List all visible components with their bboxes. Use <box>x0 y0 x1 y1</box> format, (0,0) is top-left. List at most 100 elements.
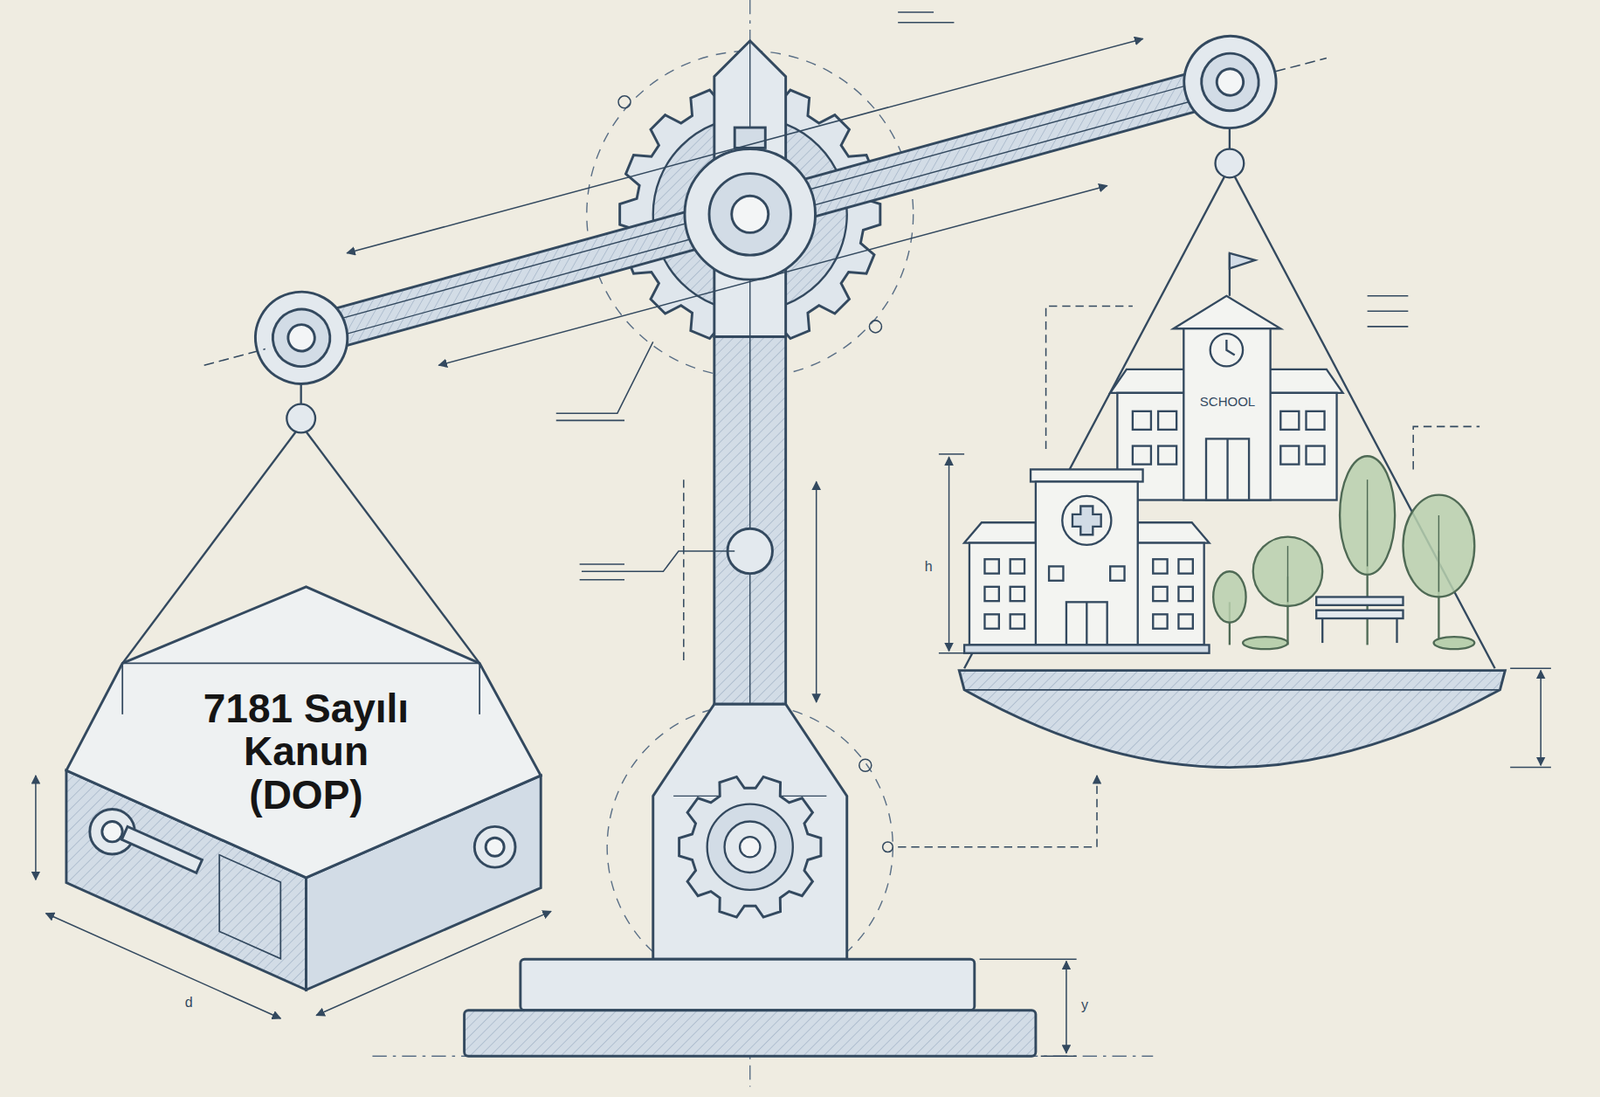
dimension-lines-part <box>346 38 1143 253</box>
law-box-part <box>478 662 481 714</box>
main-column <box>653 337 848 960</box>
beam-part <box>303 89 1233 346</box>
node-title: 7181 Sayılı Kanun (DOP) <box>192 687 421 817</box>
beam-part <box>1173 25 1287 138</box>
hospital-building-part <box>964 522 1036 543</box>
hospital-building-part <box>1110 565 1125 580</box>
pivot-hub-part <box>709 173 791 256</box>
park-trees-part <box>1438 515 1440 593</box>
dimension-lines-part <box>1367 295 1409 297</box>
dimension-lines-part <box>897 21 954 24</box>
beam-part <box>1194 47 1265 118</box>
main-column-part <box>749 337 751 705</box>
law-box-part <box>66 586 541 878</box>
pivot-hub-part <box>731 195 769 233</box>
dimension-lines <box>35 12 1552 1056</box>
law-box-part <box>474 826 516 868</box>
law-box <box>66 586 541 991</box>
hospital-building-part <box>1178 558 1193 573</box>
park-trees-part <box>1242 636 1288 649</box>
dimension-lines-part <box>938 453 965 456</box>
park-trees-part <box>1316 610 1403 619</box>
right-pan <box>958 670 1505 768</box>
hospital-building-part <box>1178 586 1193 601</box>
dimension-lines-part <box>1041 1055 1077 1058</box>
school-building-part <box>1280 446 1299 465</box>
dimension-lines-part <box>882 841 894 853</box>
park-trees-part <box>1321 618 1324 643</box>
park-trees-part <box>1287 545 1289 602</box>
school-building-part <box>1226 339 1235 356</box>
law-box-part <box>121 662 124 714</box>
dimension-lines-part <box>815 481 818 702</box>
main-column-part <box>714 337 787 705</box>
dimension-lines-part <box>438 186 1107 366</box>
park-trees-part <box>1339 455 1395 575</box>
dimension-lines-part <box>1510 668 1552 670</box>
beam-part <box>1213 65 1247 98</box>
hospital-building-part <box>1010 586 1025 601</box>
school-building-part <box>1132 446 1152 465</box>
school-building-part <box>1229 253 1256 269</box>
building-sign: SCHOOL <box>1198 394 1257 410</box>
dimension-letter: y <box>1079 997 1090 1014</box>
school-building-part <box>1306 446 1325 465</box>
hospital-building-part <box>1048 565 1063 580</box>
dimension-lines-part <box>682 479 685 663</box>
dimension-lines-part <box>1046 306 1133 450</box>
law-box-part <box>485 837 504 856</box>
dimension-lines-part <box>316 910 552 1015</box>
hospital-building-part <box>1010 613 1025 628</box>
hospital-building-part <box>1035 481 1138 645</box>
right-pan-part <box>958 670 1505 768</box>
hospital-building <box>964 468 1209 653</box>
park-trees-part <box>1213 571 1246 622</box>
dimension-lines-part <box>46 913 282 1019</box>
center-lines <box>372 0 1153 1087</box>
dimension-lines-part <box>979 958 1077 961</box>
scale-base-part <box>464 1010 1036 1057</box>
park-trees-part <box>1253 537 1323 607</box>
left-hanger-part <box>286 404 316 434</box>
school-building-part <box>1206 438 1249 500</box>
center-lines-part <box>606 703 893 990</box>
scale-base <box>464 958 1036 1056</box>
law-box-part <box>122 662 480 665</box>
dimension-lines-part <box>1539 670 1542 766</box>
dimension-lines-part <box>948 456 951 651</box>
school-building-part <box>1173 296 1282 329</box>
school-building-part <box>1306 411 1325 430</box>
hospital-building-part <box>1152 586 1167 601</box>
dimension-lines-part <box>581 551 735 572</box>
dimension-letter: d <box>183 994 195 1011</box>
beam-part <box>266 303 337 373</box>
beam-part <box>244 281 358 394</box>
law-box-part <box>102 821 123 842</box>
hospital-building-part <box>1072 506 1102 536</box>
dimension-lines-part <box>897 775 1097 848</box>
hospital-building-part <box>1010 558 1025 573</box>
beam-part <box>284 321 318 354</box>
dimension-lines-part <box>897 11 934 14</box>
school-building-part <box>1117 393 1337 501</box>
dimension-lines-part <box>1510 766 1552 769</box>
hospital-building-part <box>1062 496 1111 545</box>
dimension-lines-part <box>556 420 625 422</box>
school-building-part <box>1158 411 1177 430</box>
dimension-lines-part <box>1065 961 1068 1054</box>
dimension-lines-part <box>556 341 654 414</box>
hospital-building-part <box>1152 558 1167 573</box>
lower-gear-part <box>679 776 821 918</box>
hospital-building-part <box>1152 613 1167 628</box>
dimension-letter: h <box>923 558 935 575</box>
park-trees-part <box>1316 596 1403 605</box>
lower-gear-part <box>724 821 776 873</box>
school-building-part <box>1132 411 1152 430</box>
dimension-lines-part <box>938 652 965 655</box>
hospital-building-part <box>1178 613 1193 628</box>
right-hanger-part <box>1215 149 1245 179</box>
law-box-part <box>121 826 202 873</box>
